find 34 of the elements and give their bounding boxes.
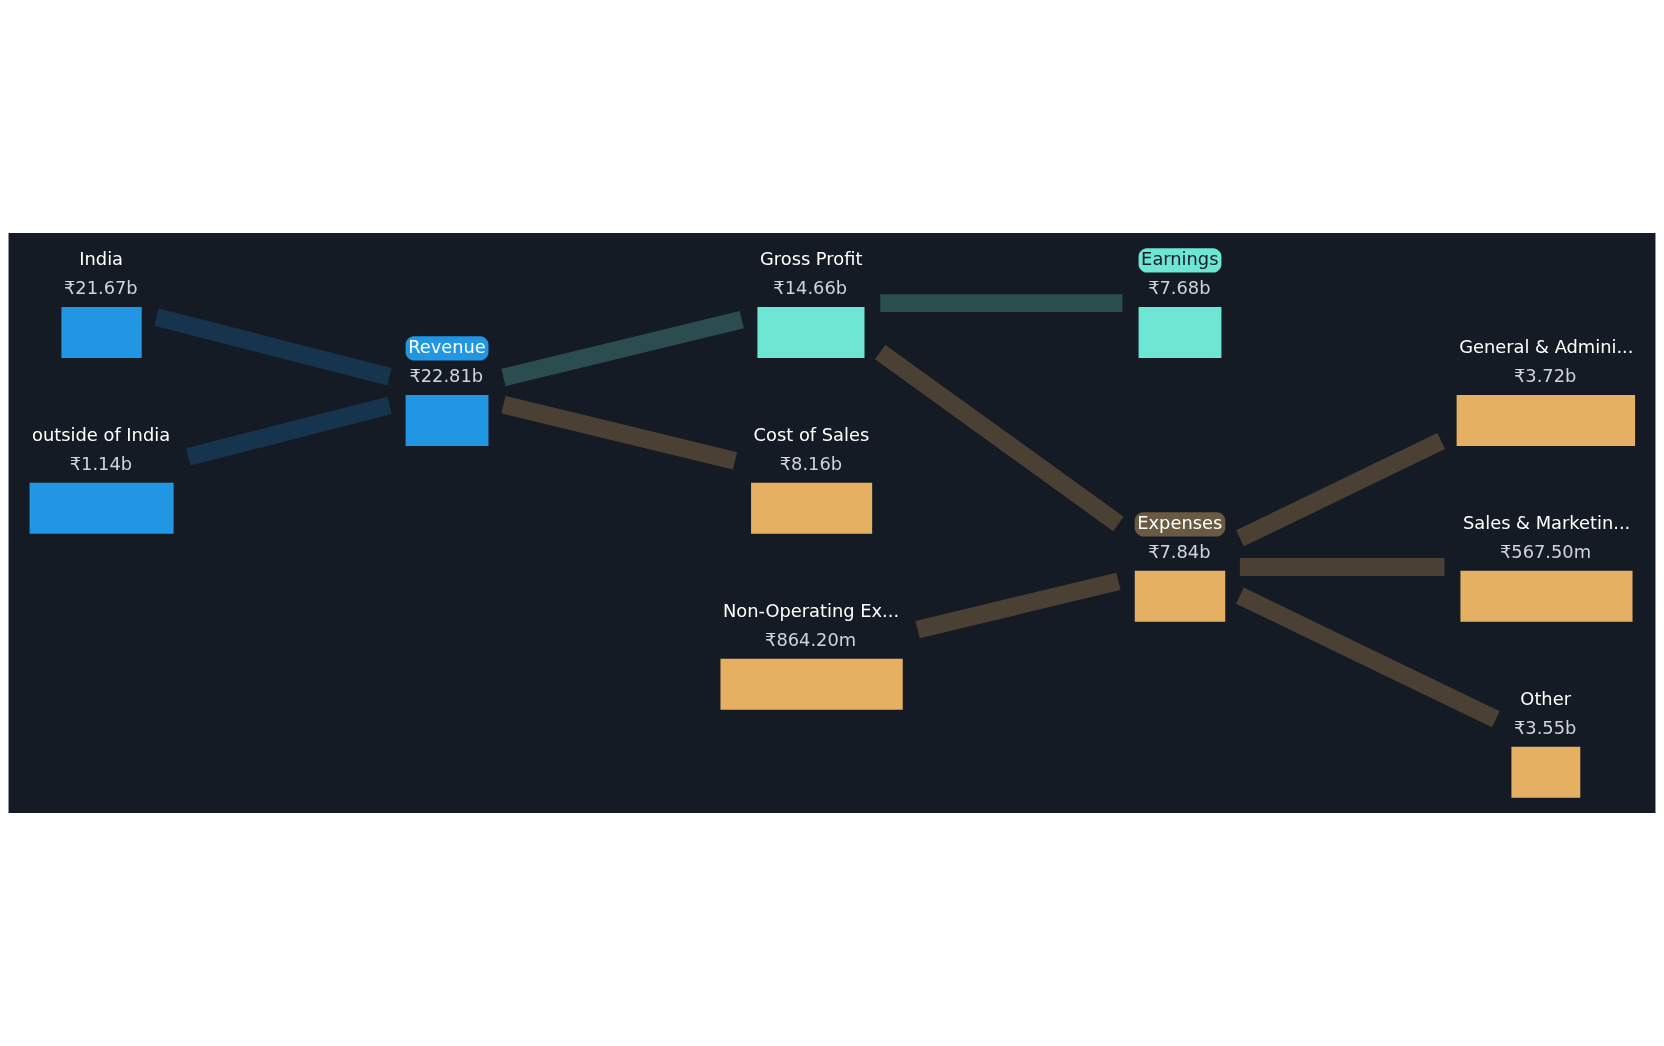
- node-label: ₹3.72b: [1513, 365, 1577, 387]
- node-box: [1511, 746, 1581, 798]
- connector: [1236, 587, 1500, 728]
- node-label: ₹8.16b: [779, 453, 843, 475]
- node-box: [757, 306, 865, 358]
- node-label: General & Admini...: [1459, 336, 1634, 358]
- node-box: [61, 306, 142, 358]
- node-label: ₹14.66b: [773, 277, 848, 299]
- node-box: [1456, 394, 1636, 446]
- connector: [501, 310, 744, 387]
- connector: [186, 396, 392, 466]
- connector: [880, 294, 1123, 313]
- node-box: [1460, 570, 1633, 622]
- node-label: Sales & Marketin...: [1462, 511, 1631, 533]
- node-label: ₹567.50m: [1499, 541, 1592, 563]
- node-label: ₹21.67b: [63, 277, 138, 299]
- node-label: ₹864.20m: [765, 629, 857, 651]
- node-label: India: [79, 248, 124, 270]
- connector: [915, 572, 1121, 639]
- node-label: ₹1.14b: [69, 453, 133, 475]
- node-box: [720, 658, 903, 710]
- node-box: [751, 482, 873, 534]
- connector: [1239, 558, 1445, 576]
- node-box: [29, 482, 174, 534]
- node-label: ₹3.55b: [1513, 717, 1577, 739]
- connector: [154, 308, 392, 386]
- node-label: Gross Profit: [759, 248, 863, 270]
- connector: [874, 344, 1124, 532]
- node-label: Cost of Sales: [753, 424, 870, 446]
- node-label: outside of India: [32, 424, 171, 446]
- node-label: Other: [1520, 687, 1571, 709]
- node-label: Non-Operating Ex...: [723, 599, 900, 621]
- connector: [501, 395, 738, 470]
- connector: [1236, 433, 1446, 547]
